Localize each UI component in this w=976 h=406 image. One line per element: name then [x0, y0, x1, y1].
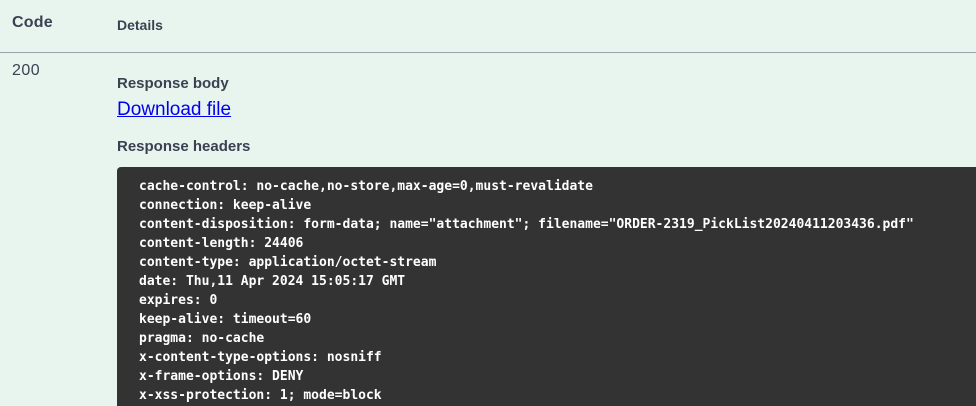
column-header-code: Code — [12, 14, 53, 31]
response-status-code: 200 — [12, 62, 41, 79]
response-header-line: expires: 0 — [139, 293, 218, 308]
response-header-line: content-type: application/octet-stream — [139, 255, 437, 270]
response-header-line: content-length: 24406 — [139, 236, 304, 251]
response-headers-label: Response headers — [117, 138, 251, 155]
download-file-link[interactable]: Download file — [117, 99, 232, 120]
response-details-cell: Response body Download file Response hea… — [117, 53, 976, 406]
response-header-line: connection: keep-alive — [139, 198, 312, 213]
response-headers-block: cache-control: no-cache,no-store,max-age… — [117, 167, 976, 406]
response-header-line: date: Thu,11 Apr 2024 15:05:17 GMT — [139, 274, 406, 289]
response-header-line: keep-alive: timeout=60 — [139, 312, 312, 327]
response-header-line: x-frame-options: DENY — [139, 369, 304, 384]
column-header-details: Details — [117, 17, 163, 33]
response-header-line: x-content-type-options: nosniff — [139, 350, 382, 365]
response-body-label: Response body — [117, 75, 229, 92]
response-header-line: cache-control: no-cache,no-store,max-age… — [139, 179, 593, 194]
response-row: 200 Response body Download file Response… — [0, 53, 976, 406]
response-header-line: content-disposition: form-data; name="at… — [139, 217, 914, 232]
response-header-line: x-xss-protection: 1; mode=block — [139, 388, 382, 403]
responses-table-header: Code Details — [0, 0, 976, 53]
response-header-line: pragma: no-cache — [139, 331, 265, 346]
